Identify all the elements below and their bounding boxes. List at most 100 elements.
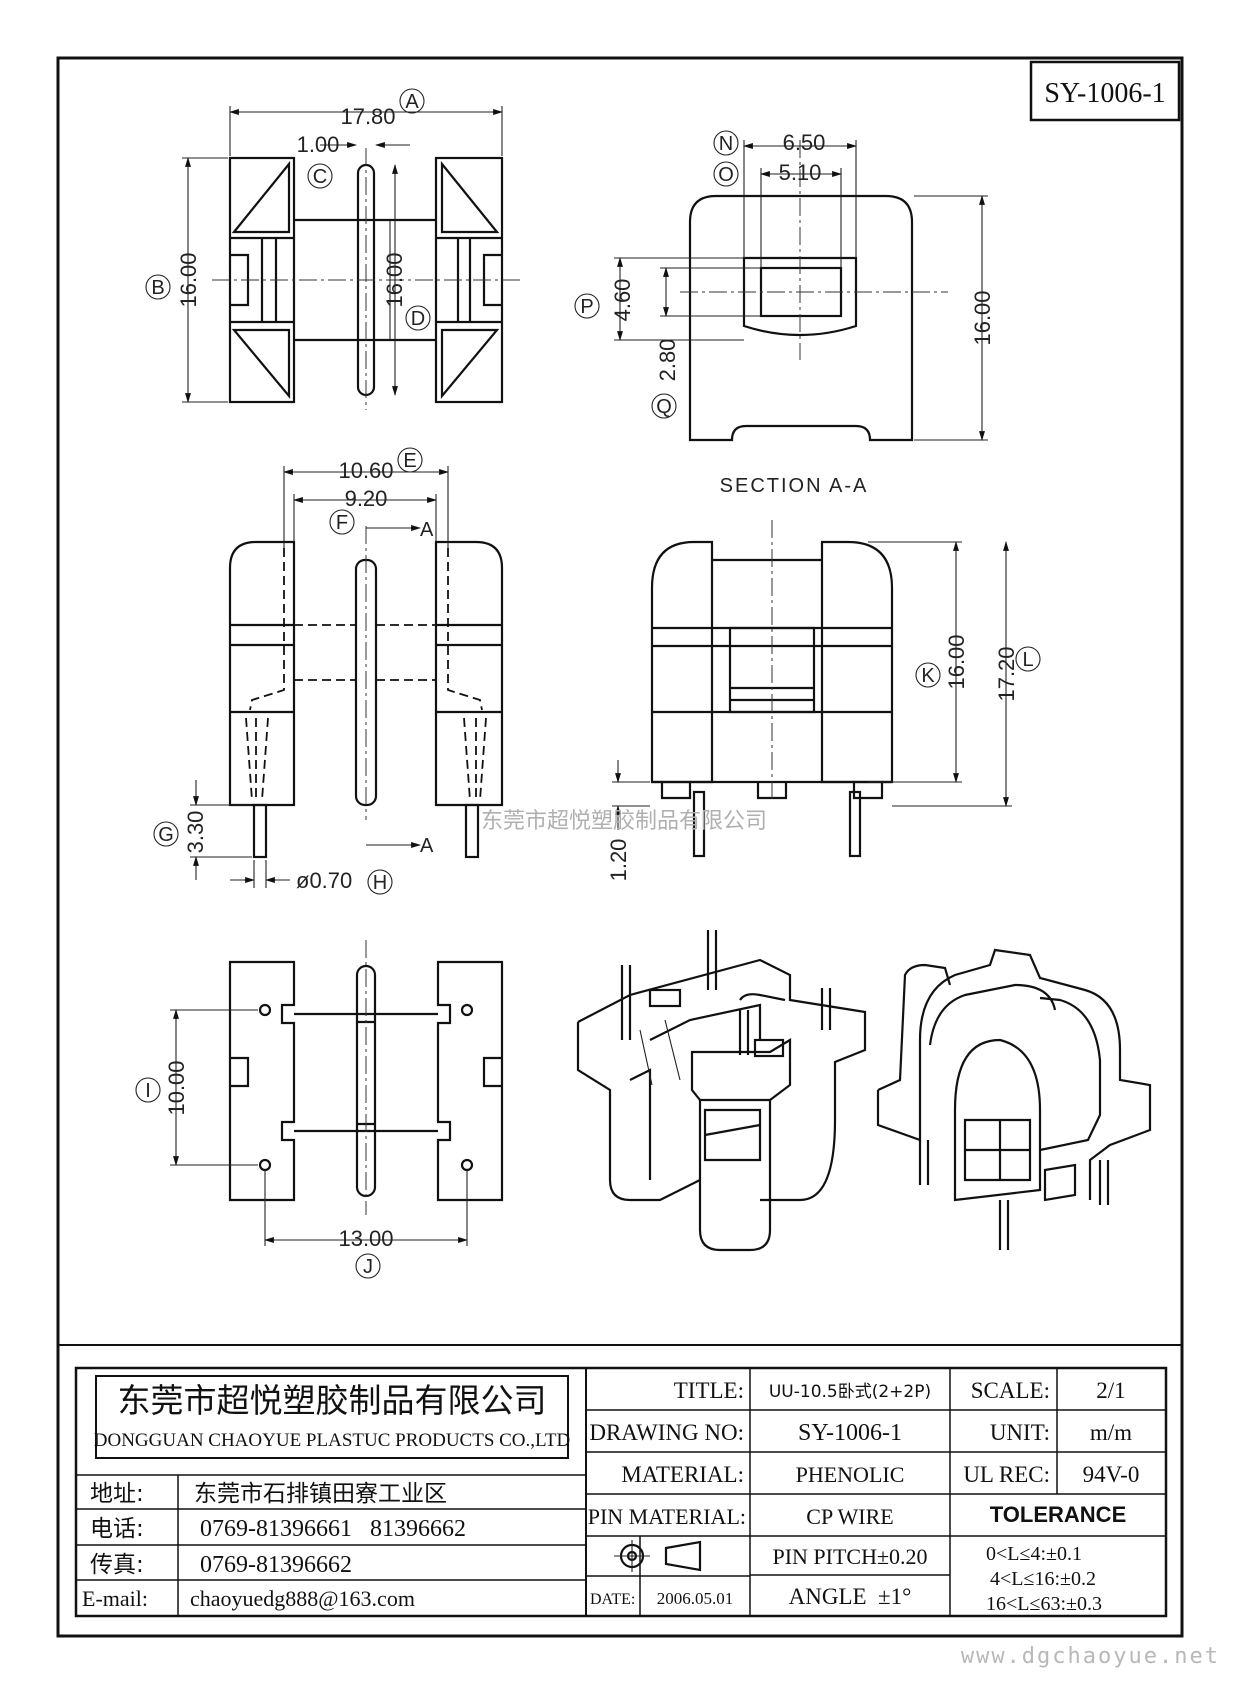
section-title: SECTION A-A	[720, 475, 869, 497]
dim-q: 2.80	[655, 339, 680, 382]
pin-material-label: PIN MATERIAL:	[588, 1504, 746, 1529]
dim-k: 16.00	[944, 634, 969, 689]
fax-label: 传真:	[90, 1552, 144, 1578]
callout-g: G	[153, 821, 179, 847]
company-name-cn: 东莞市超悦塑胶制品有限公司	[118, 1381, 547, 1420]
svg-text:L: L	[1022, 649, 1033, 671]
phone-label: 电话:	[90, 1516, 144, 1542]
projection-symbol-icon	[614, 1540, 702, 1572]
outer-frame	[56, 56, 1184, 1638]
drawing-code: SY-1006-1	[1044, 78, 1165, 109]
svg-text:B: B	[151, 277, 164, 299]
drawing-no-value: SY-1006-1	[798, 1420, 902, 1446]
dim-g: 3.30	[183, 811, 208, 854]
dim-l: 17.20	[994, 646, 1019, 701]
dim-c: 1.00	[297, 132, 340, 157]
phone-value: 0769-81396661 81396662	[200, 1516, 466, 1542]
ul-value: 94V-0	[1083, 1462, 1140, 1487]
material-label: MATERIAL:	[621, 1462, 744, 1487]
ul-label: UL REC:	[963, 1462, 1050, 1487]
callout-i: I	[135, 1077, 161, 1103]
callout-k: K	[915, 662, 941, 688]
svg-text:P: P	[580, 296, 593, 318]
drawing-no-label: DRAWING NO:	[589, 1420, 744, 1445]
unit-value: m/m	[1090, 1420, 1132, 1445]
email-label: E-mail:	[82, 1586, 148, 1611]
tolerance-3: 16<L≤63:±0.3	[986, 1593, 1102, 1615]
date-label: DATE:	[590, 1591, 635, 1608]
svg-text:J: J	[363, 1256, 373, 1278]
side-view: 16.00 17.20 1.20	[606, 520, 1019, 881]
callout-j: J	[355, 1253, 381, 1279]
company-name-en: DONGGUAN CHAOYUE PLASTUC PRODUCTS CO.,LT…	[94, 1430, 570, 1451]
isometric-view-right	[876, 948, 1152, 1250]
scale-label: SCALE:	[971, 1378, 1050, 1403]
callout-c: C	[307, 163, 333, 189]
dim-b: 16.00	[176, 252, 201, 307]
section-view: 6.50 5.10 4.60 2.80 16.00 SECTION A-A	[610, 130, 995, 497]
date-value: 2006.05.01	[657, 1589, 734, 1608]
dim-n: 6.50	[783, 130, 826, 155]
dim-o: 5.10	[779, 160, 822, 185]
angle-tolerance: ANGLE ±1°	[789, 1584, 912, 1609]
callout-d: D	[405, 305, 431, 331]
dim-i: 10.00	[164, 1060, 189, 1115]
callout-h: H	[367, 869, 393, 895]
isometric-view-left	[576, 930, 867, 1252]
svg-text:K: K	[921, 665, 935, 687]
watermark-overlay: 东莞市超悦塑胶制品有限公司	[481, 809, 767, 834]
svg-text:O: O	[718, 164, 734, 186]
dim-h: ø0.70	[296, 868, 352, 893]
title-value: UU-10.5卧式(2+2P)	[769, 1382, 931, 1402]
unit-label: UNIT:	[990, 1420, 1050, 1445]
address-label: 地址:	[90, 1481, 144, 1507]
front-view: A A 10.60 9.20 3.30 ø0.70	[183, 458, 504, 893]
dim-p: 4.60	[610, 279, 635, 322]
svg-text:G: G	[158, 824, 174, 846]
dim-section-height: 16.00	[970, 290, 995, 345]
drawing-code-box: SY-1006-1	[1029, 60, 1181, 122]
top-view: 17.80 1.00 16.00 16.00	[176, 104, 520, 410]
pin-material-value: CP WIRE	[806, 1504, 893, 1529]
company-name-box	[95, 1375, 569, 1459]
email-value[interactable]: chaoyuedg888@163.com	[190, 1586, 415, 1611]
dim-f: 9.20	[345, 486, 388, 511]
dim-a: 17.80	[340, 104, 395, 129]
svg-text:F: F	[336, 512, 348, 534]
dim-d: 16.00	[382, 252, 407, 307]
callout-b: B	[145, 274, 171, 300]
tolerance-2: 4<L≤16:±0.2	[990, 1568, 1096, 1590]
callout-f: F	[329, 509, 355, 535]
material-value: PHENOLIC	[796, 1462, 905, 1487]
fax-value: 0769-81396662	[200, 1552, 352, 1578]
pin-pitch: PIN PITCH±0.20	[772, 1544, 927, 1569]
scale-value: 2/1	[1096, 1378, 1125, 1403]
svg-text:I: I	[145, 1080, 151, 1102]
callout-e: E	[397, 447, 423, 473]
callout-p: P	[574, 293, 600, 319]
address-value: 东莞市石排镇田寮工业区	[194, 1481, 447, 1507]
dim-j: 13.00	[338, 1226, 393, 1251]
callout-o: O	[713, 161, 739, 187]
callouts: A C B D N O P Q E F G H K L I J	[135, 88, 1041, 1279]
title-label: TITLE:	[674, 1378, 744, 1403]
dim-e: 10.60	[338, 458, 393, 483]
footer-watermark: www.dgchaoyue.net	[961, 1644, 1220, 1669]
dim-1-20: 1.20	[606, 839, 631, 882]
callout-a: A	[399, 88, 425, 114]
callout-n: N	[713, 130, 739, 156]
svg-text:A: A	[405, 91, 419, 113]
section-arrow-bottom: A	[420, 835, 434, 857]
svg-text:E: E	[403, 450, 416, 472]
svg-text:N: N	[719, 133, 733, 155]
title-block: 东莞市超悦塑胶制品有限公司 DONGGUAN CHAOYUE PLASTUC P…	[74, 1366, 1168, 1618]
tolerance-label: TOLERANCE	[990, 1502, 1127, 1527]
svg-text:D: D	[411, 308, 425, 330]
callout-l: L	[1015, 646, 1041, 672]
svg-text:Q: Q	[656, 396, 672, 418]
section-arrow-top: A	[420, 519, 434, 541]
tolerance-1: 0<L≤4:±0.1	[986, 1543, 1082, 1565]
callout-q: Q	[651, 393, 677, 419]
svg-text:H: H	[373, 872, 387, 894]
